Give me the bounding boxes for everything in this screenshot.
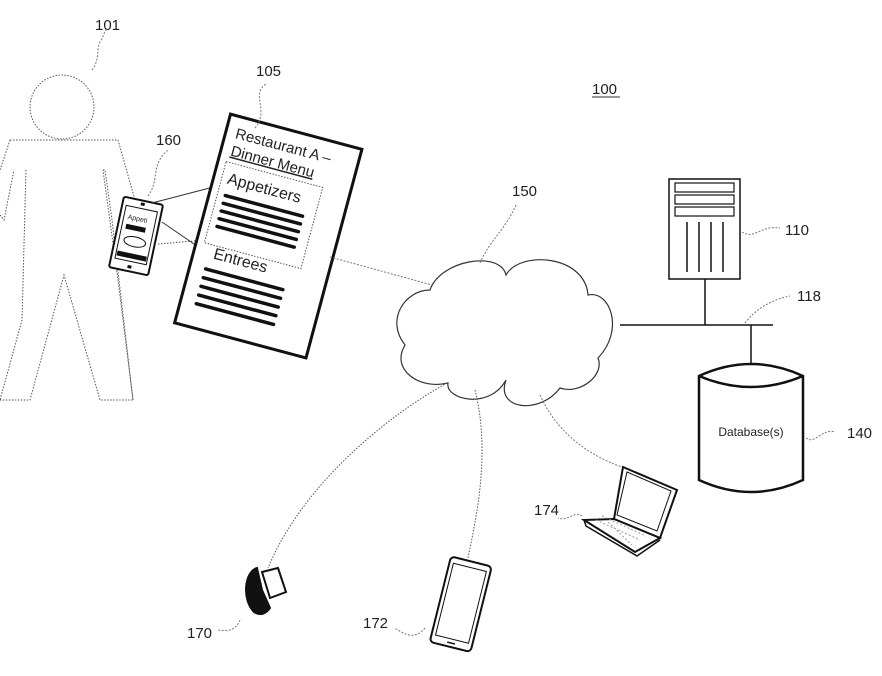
phone-screen-bar [125, 223, 146, 233]
phone-home-button [127, 264, 132, 269]
watch-leader [217, 619, 241, 632]
server-drive-1 [674, 182, 735, 193]
bus-ref-label: 118 [797, 288, 821, 305]
phone-screen [114, 204, 159, 266]
user-head [29, 74, 95, 140]
user-figure: 101 [0, 17, 136, 401]
database: Database(s) [697, 362, 805, 494]
watch-ref-label: 170 [187, 625, 212, 642]
laptop-keyboard [595, 515, 647, 546]
server-case [668, 178, 741, 280]
menu-leader [254, 83, 267, 129]
database-top-rim [698, 374, 804, 389]
menu-document: Restaurant A – Dinner Menu Appetizers En… [172, 112, 364, 360]
cloud-shape [396, 259, 614, 407]
phone-camera [140, 202, 146, 207]
server-ref-label: 110 [785, 222, 809, 239]
database-leader [805, 430, 836, 441]
server-drive-3 [674, 206, 735, 217]
menu-highlight-box [203, 160, 324, 270]
database-cylinder [697, 362, 805, 494]
figure-number-label: 100 [592, 81, 617, 98]
database-label: Database(s) [718, 425, 783, 439]
server-leader [741, 227, 781, 235]
user-ref-label: 101 [95, 17, 120, 34]
laptop-base-edge [583, 519, 661, 557]
network-cloud [396, 259, 614, 407]
watch-face [260, 566, 288, 600]
user-leader [91, 29, 107, 71]
laptop-leader [557, 513, 583, 520]
tablet [429, 556, 492, 653]
laptop [580, 465, 679, 557]
laptop-ref-label: 174 [534, 502, 559, 519]
figure-number: 100 [592, 81, 620, 98]
entree-lines [194, 267, 285, 327]
tablet-ref-label: 172 [363, 615, 388, 632]
database-ref-label: 140 [847, 425, 872, 442]
phone-screen-footer [116, 250, 147, 262]
tablet-leader [394, 627, 426, 636]
menu-border [172, 112, 364, 360]
network-tablet-link [467, 389, 483, 559]
bus-leader [744, 295, 791, 324]
phone-screen-image [123, 235, 147, 248]
tablet-screen [434, 562, 488, 644]
server-drive-2 [674, 194, 735, 205]
mobile-ref-label: 160 [156, 132, 181, 149]
server [668, 178, 741, 280]
watch-band [245, 566, 272, 616]
smartwatch [245, 566, 288, 616]
menu-ref-label: 105 [256, 63, 281, 80]
network-ref-label: 150 [512, 183, 537, 200]
user-body [0, 139, 136, 401]
phone-screen-text: Appeti [127, 214, 148, 225]
laptop-screen [616, 471, 672, 532]
mobile-device: Appeti [108, 196, 164, 276]
network-leader [479, 204, 517, 264]
network-watch-link [267, 382, 448, 569]
server-vents [686, 222, 724, 272]
appetizer-lines [215, 193, 305, 249]
menu-network-link [329, 256, 433, 286]
laptop-base [580, 517, 663, 554]
network-laptop-link [539, 394, 626, 469]
mobile-leader [147, 149, 169, 197]
tablet-home-button [446, 641, 456, 645]
